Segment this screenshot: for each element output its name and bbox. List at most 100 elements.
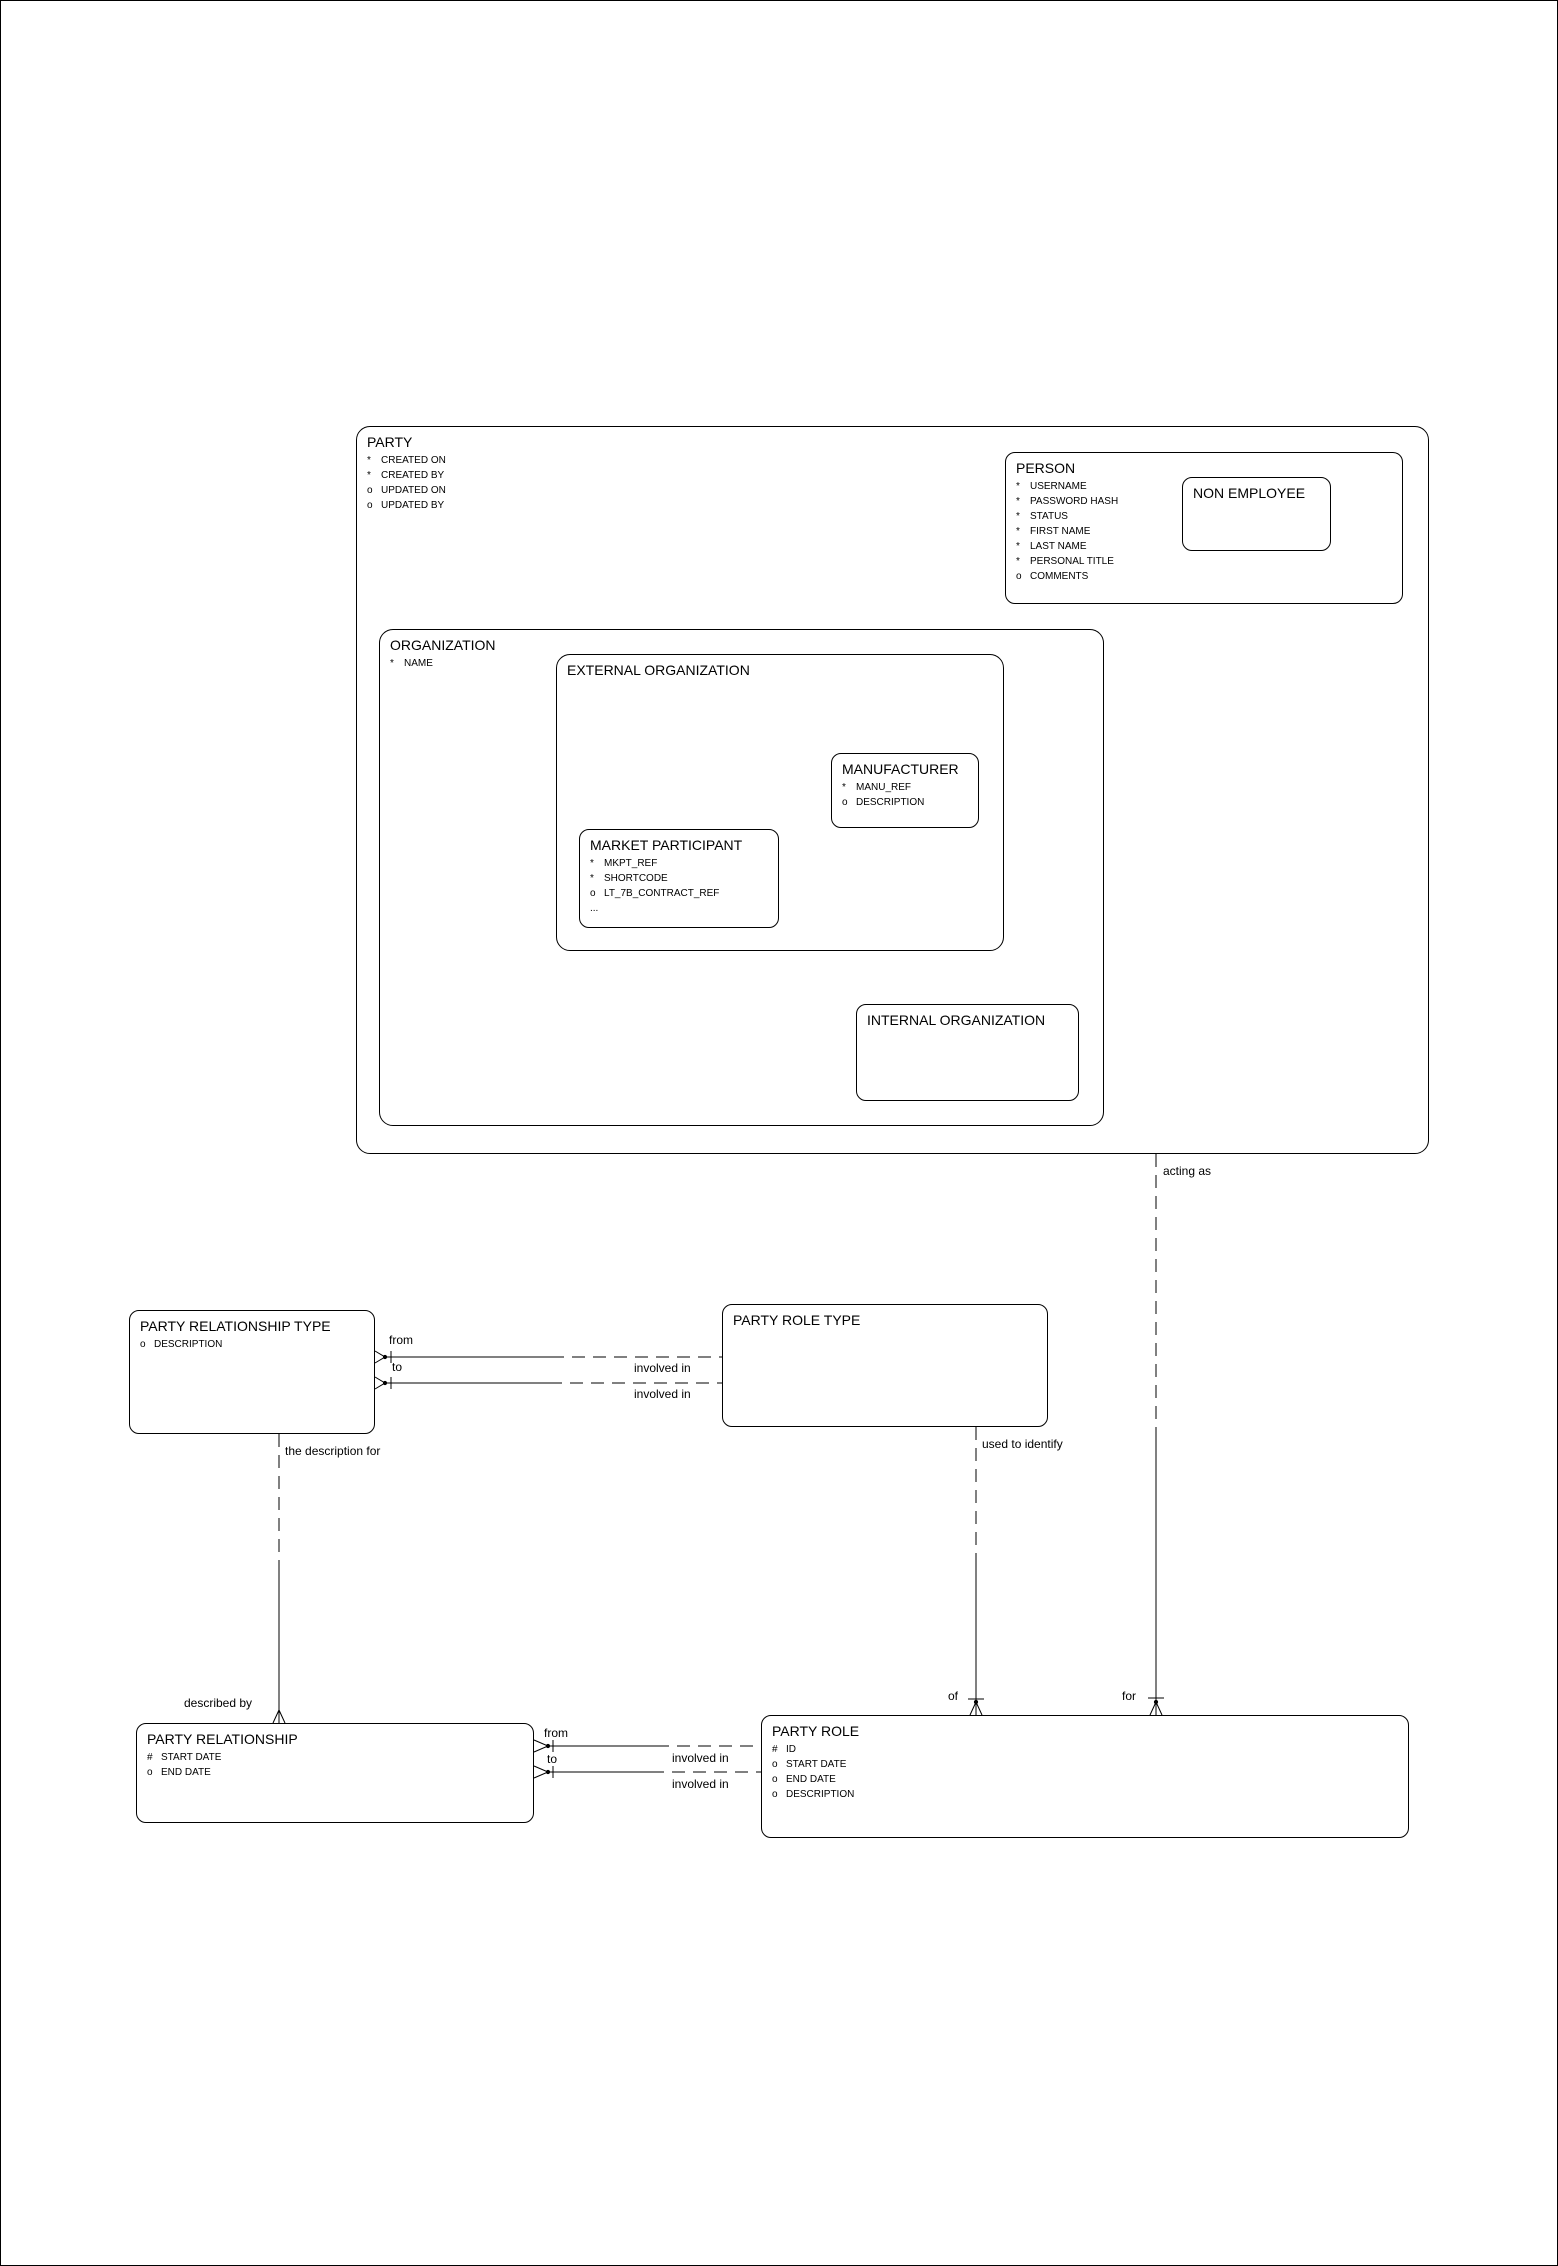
attribute-name: DESCRIPTION — [786, 1789, 855, 1800]
entity-title: PERSON — [1016, 460, 1076, 476]
attribute-row: * PASSWORD HASH — [1016, 494, 1402, 509]
relationship-line-pr-from — [533, 1739, 761, 1753]
attribute-row: ... — [590, 901, 778, 916]
entity-title: MARKET PARTICIPANT — [590, 837, 743, 853]
attribute-marker: * — [590, 858, 594, 869]
attribute-name: MANU_REF — [856, 782, 912, 793]
attribute-name: FIRST NAME — [1030, 526, 1091, 537]
entity-manufacturer: MANUFACTURER * MANU_REF o DESCRIPTION — [831, 753, 979, 828]
attribute-name: LAST NAME — [1030, 541, 1087, 552]
relationship-label-the-description-for: the description for — [285, 1444, 381, 1458]
relationship-line-prt-from — [374, 1350, 722, 1364]
relationship-label-to: to — [392, 1360, 403, 1374]
attribute-name: CREATED ON — [381, 455, 446, 466]
attribute-marker: o — [842, 797, 848, 808]
attribute-name: COMMENTS — [1030, 571, 1089, 582]
attribute-name: START DATE — [786, 1759, 847, 1770]
attribute-name: PASSWORD HASH — [1030, 496, 1119, 507]
entity-title: PARTY RELATIONSHIP — [147, 1731, 298, 1747]
attribute-marker: * — [1016, 496, 1020, 507]
relationship-label-used-to-identify: used to identify — [982, 1437, 1063, 1451]
attribute-list: o DESCRIPTION — [130, 1335, 374, 1352]
attribute-name: UPDATED BY — [381, 500, 445, 511]
entity-organization: ORGANIZATION *NAME — [379, 629, 1104, 1126]
entity-non-employee: NON EMPLOYEE — [1182, 477, 1331, 551]
attribute-name: UPDATED ON — [381, 485, 446, 496]
relationship-label-involved-in: involved in — [672, 1751, 729, 1765]
attribute-marker: o — [772, 1759, 778, 1770]
relationship-line-pr-to — [533, 1765, 761, 1779]
attribute-marker: o — [772, 1774, 778, 1785]
relationship-line-prt-to — [374, 1376, 722, 1390]
attribute-marker: * — [390, 658, 394, 669]
attribute-marker: * — [1016, 541, 1020, 552]
relationship-label-of: of — [948, 1689, 959, 1703]
attribute-list: * MANU_REF o DESCRIPTION — [832, 778, 978, 810]
attribute-marker: * — [842, 782, 846, 793]
attribute-list: * MKPT_REF *SHORTCODE o LT_7B_CONTRACT_REF… — [580, 854, 778, 916]
relationship-label-involved-in: involved in — [634, 1387, 691, 1401]
attribute-name: CREATED BY — [381, 470, 445, 481]
attribute-name: PERSONAL TITLE — [1030, 556, 1114, 567]
attribute-marker: o — [140, 1339, 146, 1350]
attribute-row: *SHORTCODE — [590, 871, 778, 886]
entity-title: EXTERNAL ORGANIZATION — [567, 662, 750, 678]
attribute-marker: * — [367, 455, 371, 466]
attribute-name: ID — [786, 1744, 796, 1755]
attribute-row: o END DATE — [147, 1765, 533, 1780]
relationship-line-description-for — [272, 1434, 286, 1724]
relationship-label-involved-in: involved in — [672, 1777, 729, 1791]
relationship-label-involved-in: involved in — [634, 1361, 691, 1375]
attribute-name: MKPT_REF — [604, 858, 658, 869]
attribute-row: * MKPT_REF — [590, 856, 778, 871]
attribute-row: * CREATED ON — [367, 453, 1428, 468]
entity-person: PERSON *USERNAME *PASSWORD HASH *STATUS … — [1005, 452, 1403, 604]
entity-title: PARTY — [367, 434, 413, 450]
attribute-marker: o — [1016, 571, 1022, 582]
entity-title: MANUFACTURER — [842, 761, 959, 777]
attribute-marker: o — [367, 500, 373, 511]
attribute-marker: o — [367, 485, 373, 496]
relationship-label-acting-as: acting as — [1163, 1164, 1212, 1178]
entity-internal-organization: INTERNAL ORGANIZATION — [856, 1004, 1079, 1101]
attribute-name: LT_7B_CONTRACT_REF — [604, 888, 720, 899]
attribute-row: * MANU_REF — [842, 780, 978, 795]
attribute-row: * FIRST NAME — [1016, 524, 1402, 539]
attribute-name: END DATE — [161, 1767, 211, 1778]
attribute-name: DESCRIPTION — [856, 797, 925, 808]
attribute-row: * PERSONAL TITLE — [1016, 554, 1402, 569]
attribute-list: *NAME — [380, 654, 1103, 671]
relationship-label-to: to — [547, 1752, 558, 1766]
attribute-marker: ... — [590, 903, 599, 914]
attribute-row: o START DATE — [772, 1757, 1408, 1772]
attribute-marker: * — [590, 873, 594, 884]
entity-external-organization: EXTERNAL ORGANIZATION — [556, 654, 1004, 951]
attribute-row: *NAME — [390, 656, 1103, 671]
attribute-name: START DATE — [161, 1752, 222, 1763]
relationship-label-described-by: described by — [184, 1696, 253, 1710]
attribute-name: DESCRIPTION — [154, 1339, 223, 1350]
attribute-row: o DESCRIPTION — [140, 1337, 374, 1352]
attribute-row: o UPDATED ON — [367, 483, 1428, 498]
attribute-marker: # — [772, 1744, 778, 1755]
relationship-line-used-to-identify — [968, 1427, 984, 1716]
relationship-label-from: from — [544, 1726, 568, 1740]
attribute-name: END DATE — [786, 1774, 836, 1785]
attribute-marker: * — [1016, 526, 1020, 537]
entity-title: PARTY ROLE — [772, 1723, 860, 1739]
attribute-marker: * — [1016, 481, 1020, 492]
attribute-row: *CREATED BY — [367, 468, 1428, 483]
relationship-label-for: for — [1122, 1689, 1137, 1703]
attribute-row: * LAST NAME — [1016, 539, 1402, 554]
attribute-row: o END DATE — [772, 1772, 1408, 1787]
attribute-marker: o — [147, 1767, 153, 1778]
attribute-marker: * — [1016, 556, 1020, 567]
attribute-marker: o — [590, 888, 596, 899]
